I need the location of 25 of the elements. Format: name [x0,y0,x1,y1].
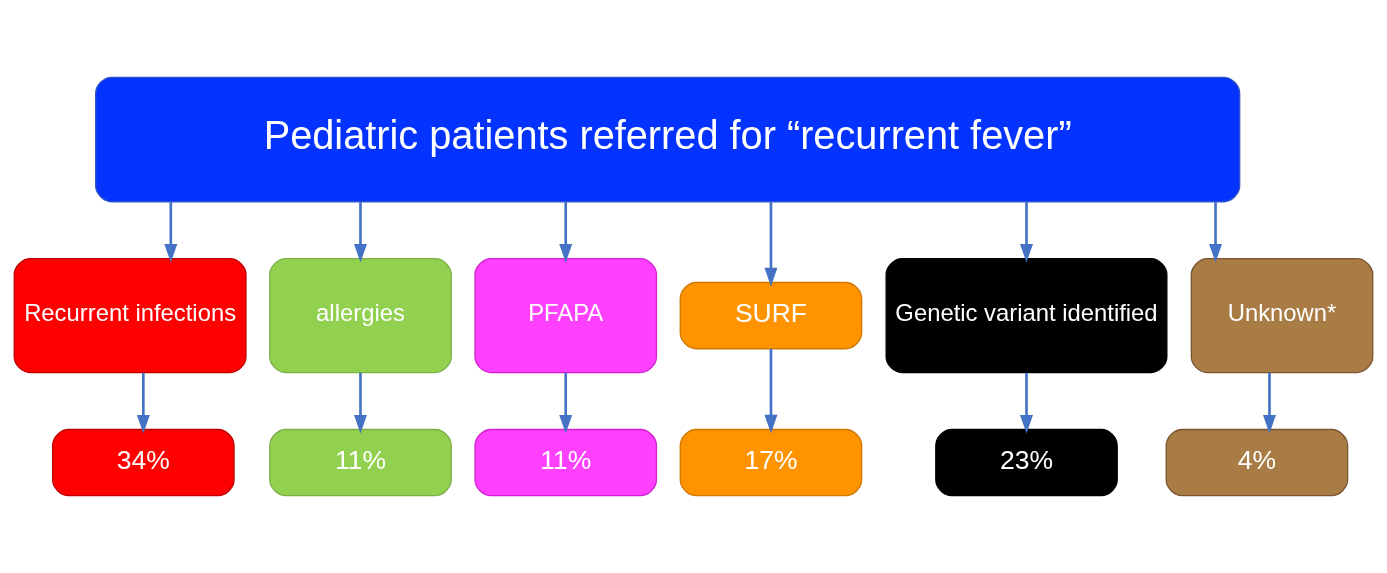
arrow [764,202,778,287]
node-box: Unknown* [1190,258,1374,374]
node-box: Pediatric patients referred for “recurrent fever” [95,76,1241,203]
arrow [764,349,778,434]
arrow [1209,202,1222,263]
node-box: 11% [269,428,452,497]
arrow [354,202,367,263]
node-box: SURF [679,281,863,350]
node-box: Genetic variant identified [885,258,1168,374]
arrow [354,372,367,434]
arrow [136,372,150,434]
node-box: Recurrent infections [13,258,247,374]
node-box: PFAPA [474,258,658,374]
arrow [559,202,573,263]
node-box: 11% [474,428,658,497]
arrow [164,202,178,263]
arrow [1020,202,1033,263]
node-box: allergies [269,258,452,374]
node-box: 4% [1165,428,1349,497]
arrow [559,372,573,434]
arrow [1262,372,1276,434]
node-box: 34% [52,428,235,497]
arrow [1020,372,1033,434]
node-box: 23% [935,428,1118,497]
node-box: 17% [679,428,863,497]
